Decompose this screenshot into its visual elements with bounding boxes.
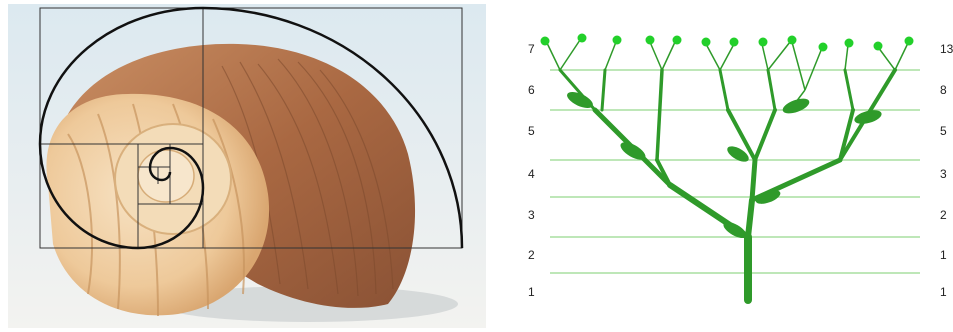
right-count-label-3: 3 bbox=[940, 167, 947, 181]
right-count-label-8: 8 bbox=[940, 83, 947, 97]
left-level-label-1: 1 bbox=[528, 285, 535, 299]
right-count-label-1a: 1 bbox=[940, 248, 947, 262]
level-guide-lines bbox=[550, 70, 920, 273]
left-level-label-3: 3 bbox=[528, 208, 535, 222]
tree-branches bbox=[560, 70, 895, 300]
left-level-label-6: 6 bbox=[528, 83, 535, 97]
tree-twigs bbox=[547, 40, 908, 110]
tree-buds bbox=[541, 34, 914, 52]
right-count-label-5: 5 bbox=[940, 124, 947, 138]
fibonacci-tree-diagram: 7 6 5 4 3 2 1 13 8 5 3 2 1 1 bbox=[520, 0, 953, 332]
left-level-label-5: 5 bbox=[528, 124, 535, 138]
right-count-label-13: 13 bbox=[940, 42, 953, 56]
right-count-label-2: 2 bbox=[940, 208, 947, 222]
left-level-label-7: 7 bbox=[528, 42, 535, 56]
left-level-label-2: 2 bbox=[528, 248, 535, 262]
right-count-label-1b: 1 bbox=[940, 285, 947, 299]
left-level-label-4: 4 bbox=[528, 167, 535, 181]
nautilus-shell-illustration bbox=[8, 4, 486, 328]
tree-svg bbox=[520, 0, 953, 332]
